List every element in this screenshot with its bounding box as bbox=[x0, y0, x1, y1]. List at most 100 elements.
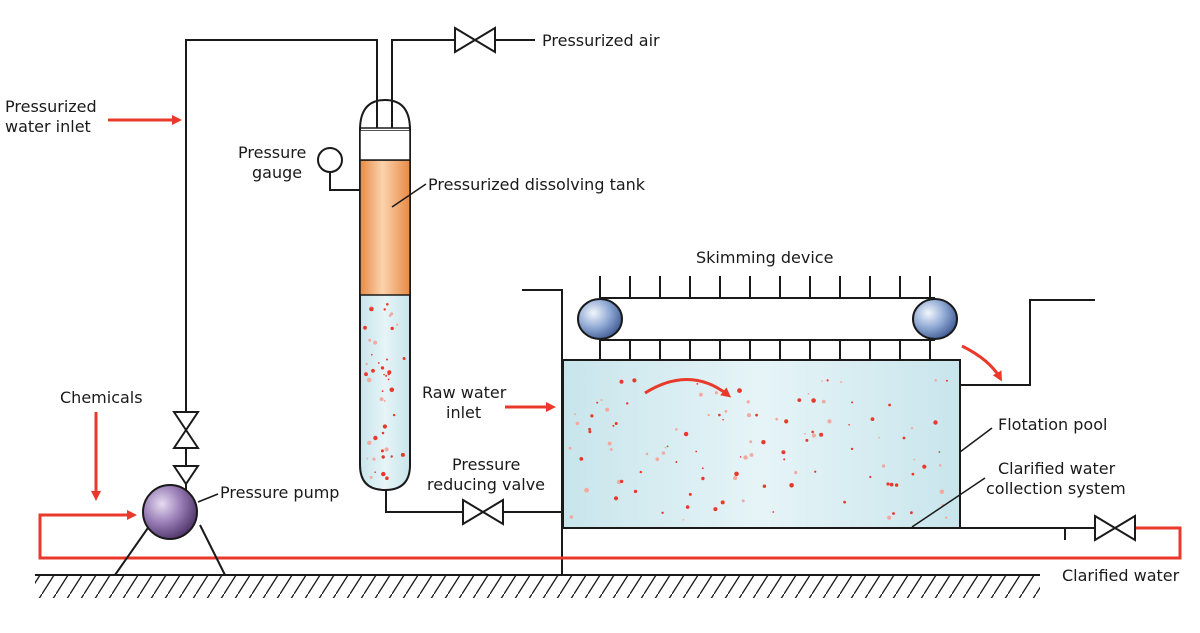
bubble bbox=[784, 419, 789, 424]
bubble bbox=[761, 440, 766, 445]
bubble bbox=[713, 507, 718, 512]
bubble bbox=[392, 413, 396, 417]
bubble bbox=[739, 456, 742, 458]
bubble bbox=[749, 453, 754, 457]
bubble bbox=[737, 388, 742, 393]
bubble bbox=[685, 505, 690, 509]
flow-arrows bbox=[91, 115, 1002, 520]
bubble bbox=[370, 305, 372, 308]
bubble bbox=[938, 451, 941, 453]
bubble bbox=[373, 435, 378, 441]
bubble bbox=[590, 414, 594, 418]
bubble bbox=[377, 362, 380, 364]
left-roller-icon bbox=[577, 298, 623, 340]
bubble bbox=[633, 489, 638, 494]
bubble bbox=[632, 378, 637, 383]
bubble bbox=[755, 413, 758, 417]
bubble bbox=[714, 391, 719, 395]
label-pressure-gauge-1: Pressure bbox=[238, 143, 306, 162]
bubble bbox=[381, 471, 386, 477]
bubble bbox=[718, 413, 721, 417]
label-flotation-pool: Flotation pool bbox=[998, 415, 1107, 434]
label-dissolving-tank: Pressurized dissolving tank bbox=[428, 175, 646, 194]
bubble bbox=[913, 458, 916, 461]
bubble bbox=[380, 449, 384, 453]
bubble bbox=[675, 428, 678, 431]
bubble bbox=[605, 407, 610, 412]
bubble bbox=[843, 500, 846, 504]
bubble bbox=[574, 413, 577, 416]
bubble bbox=[386, 303, 389, 306]
bubble bbox=[588, 430, 592, 434]
bubble bbox=[749, 440, 753, 444]
labels: Pressurized air Pressurized water inlet … bbox=[5, 31, 1180, 585]
bubble bbox=[639, 470, 642, 474]
bubble bbox=[734, 471, 739, 477]
bubble bbox=[922, 464, 927, 469]
bubble bbox=[369, 475, 373, 479]
bubble bbox=[707, 413, 710, 417]
bubble bbox=[379, 397, 384, 401]
bubble bbox=[743, 455, 748, 460]
bubble bbox=[366, 377, 372, 383]
bubble bbox=[819, 432, 824, 437]
bubble bbox=[894, 483, 899, 487]
bubble bbox=[772, 511, 775, 513]
bubble bbox=[569, 515, 574, 519]
label-clarified-water: Clarified water bbox=[1062, 566, 1180, 585]
bubble bbox=[805, 438, 809, 442]
bubble bbox=[666, 445, 669, 448]
bubble bbox=[934, 379, 937, 382]
pressure-reducing-valve-icon bbox=[462, 498, 504, 526]
bubble bbox=[390, 455, 393, 458]
bubble bbox=[387, 370, 392, 375]
dissolving-tank bbox=[359, 98, 411, 492]
bubble bbox=[892, 512, 895, 515]
bubble bbox=[811, 398, 816, 403]
pressure-pump-icon bbox=[114, 484, 226, 576]
bubble bbox=[811, 430, 814, 434]
bubble bbox=[807, 393, 810, 395]
bubble bbox=[596, 401, 599, 404]
bubble bbox=[881, 464, 886, 468]
bubble bbox=[794, 470, 798, 475]
red-return-pipe bbox=[38, 513, 1182, 560]
bubble bbox=[850, 447, 854, 451]
pool-flow-arrow bbox=[644, 378, 732, 398]
bubble bbox=[575, 421, 580, 426]
bubble bbox=[619, 379, 624, 384]
bubble bbox=[762, 484, 767, 488]
bubble bbox=[389, 387, 395, 393]
bubble bbox=[933, 420, 938, 425]
bubble bbox=[384, 447, 389, 452]
bubble bbox=[607, 441, 612, 446]
bubble bbox=[371, 368, 375, 373]
bubble bbox=[372, 457, 376, 461]
skim-outlet-arrow bbox=[961, 344, 1002, 382]
label-skimming-device: Skimming device bbox=[696, 248, 833, 267]
bubble bbox=[390, 326, 394, 331]
bubble bbox=[380, 366, 385, 370]
bubble bbox=[701, 467, 704, 470]
bubble bbox=[724, 409, 728, 413]
bubble bbox=[695, 450, 698, 453]
flotation-pool-body bbox=[562, 359, 961, 529]
pressure-gauge-icon bbox=[317, 147, 343, 173]
bubble bbox=[371, 353, 373, 356]
label-reducing-valve-1: Pressure bbox=[452, 455, 520, 474]
bubble bbox=[781, 450, 786, 455]
bubble bbox=[887, 515, 892, 520]
bubble bbox=[402, 357, 406, 360]
label-reducing-valve-2: reducing valve bbox=[427, 475, 545, 494]
bubble bbox=[579, 457, 584, 461]
bubble bbox=[619, 479, 624, 484]
bubble bbox=[741, 499, 745, 503]
bubble bbox=[373, 340, 378, 345]
bubble bbox=[386, 358, 388, 361]
bubble bbox=[661, 511, 664, 514]
bubble bbox=[664, 446, 667, 449]
bubble bbox=[783, 458, 786, 461]
bubble bbox=[821, 399, 826, 404]
